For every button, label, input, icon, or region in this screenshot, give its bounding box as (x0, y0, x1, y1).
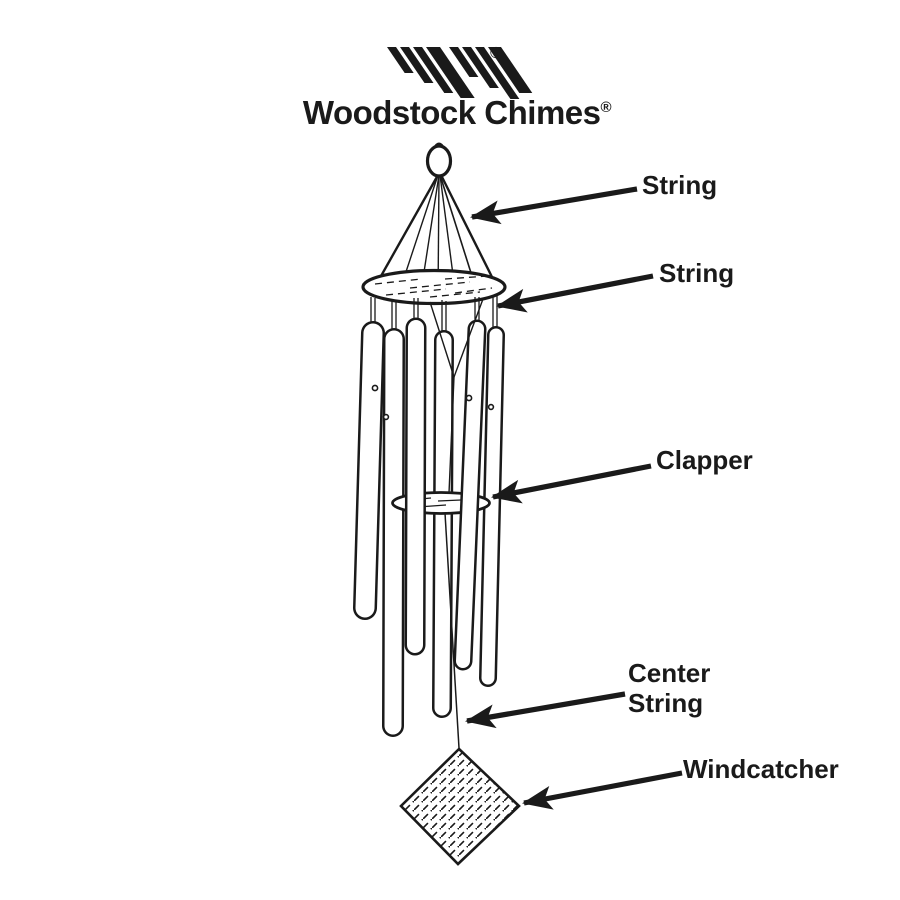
tube-hole (382, 413, 390, 421)
chime-tube-3 (404, 317, 427, 656)
label-center-string-line1: Center (628, 658, 711, 688)
label-string-top: String (642, 170, 718, 200)
label-center-string: Center String (628, 658, 710, 718)
label-clapper: Clapper (656, 445, 753, 475)
chime-tube-1 (353, 321, 385, 620)
tube-hole (371, 384, 379, 392)
windcatcher-sail (399, 747, 521, 866)
top-disk (361, 268, 507, 306)
brand-logo-mark: ® (387, 45, 533, 99)
center-string-lines (429, 298, 484, 749)
hanging-ring (425, 142, 453, 178)
label-windcatcher: Windcatcher (683, 754, 839, 784)
chime-tube-4 (432, 330, 454, 718)
tube-hole (465, 394, 473, 402)
chime-tube-6 (479, 326, 505, 687)
arrow-center-string (465, 691, 626, 729)
tube-hole (487, 403, 495, 411)
registered-mark-icon: ® (600, 99, 612, 116)
logo-registered-mark-icon: ® (490, 45, 502, 62)
chime-tube-2 (382, 328, 405, 737)
arrow-clapper (491, 463, 652, 504)
chime-tube-5 (453, 319, 487, 671)
label-center-string-line2: String (628, 688, 704, 718)
label-arrows (465, 186, 683, 810)
label-string-disk: String (659, 258, 735, 288)
brand-name-text: Woodstock Chimes (302, 94, 601, 131)
arrow-string-top (470, 186, 638, 225)
brand-wordmark: Woodstock Chimes® (257, 94, 657, 132)
arrow-windcatcher (522, 770, 683, 810)
arrow-string-disk (496, 273, 654, 313)
top-disk-grain (374, 275, 493, 298)
